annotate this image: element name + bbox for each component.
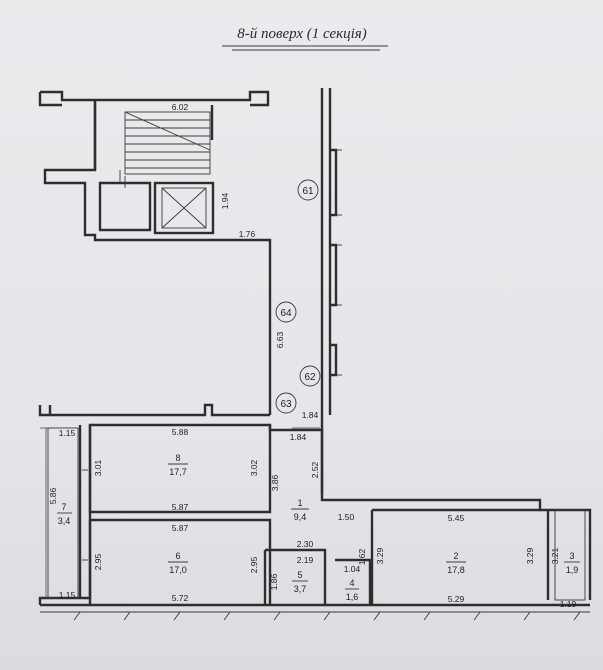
axis-64-label: 64: [280, 308, 292, 319]
dim-r8-top: 5.88: [172, 427, 189, 437]
room-1-number: 1: [297, 498, 302, 508]
axis-markers: 61 64 62 63: [275, 179, 321, 414]
dim-hall-depth: 2.52: [310, 461, 320, 478]
north-wall-lower: [50, 403, 270, 417]
dim-r8-left: 3.01: [93, 459, 103, 476]
dim-r2-left: 3.29: [375, 547, 385, 564]
dim-r2-right: 3.29: [525, 547, 535, 564]
dim-hall-bottom: 1.50: [338, 512, 355, 522]
dim-hall-top-2: 1.84: [290, 432, 307, 442]
dimension-lines: [40, 427, 320, 599]
dim-r6-left: 2.95: [93, 553, 103, 570]
dim-hall-top: 1.84: [302, 410, 319, 420]
stair-flights: [124, 111, 211, 175]
room-6-number: 6: [175, 551, 180, 561]
dim-r5-side: 1.86: [269, 573, 279, 590]
room-5-number: 5: [297, 570, 302, 580]
room-7-outline: [47, 427, 79, 599]
east-wall-upper: [320, 88, 342, 495]
dim-r7-height: 5.86: [48, 487, 58, 504]
dim-r8-right: 3.02: [249, 459, 259, 476]
dim-r6-top: 5.87: [172, 523, 189, 533]
axis-61-label: 61: [302, 186, 314, 197]
dim-r2-bottom: 5.29: [448, 594, 465, 604]
stair-core: [38, 90, 272, 415]
dim-r7-bottom: 1.15: [59, 590, 76, 600]
room-4-number: 4: [349, 578, 354, 588]
dim-stair-width: 6.02: [172, 102, 189, 112]
dim-r6-bottom: 5.72: [172, 593, 189, 603]
room-labels: 8 17,7 1 9,4 6 17,0 7 3,4 5 3,7 4 1,6 2 …: [57, 453, 580, 602]
axis-63-circle: [275, 392, 297, 414]
room-3-area: 1,9: [566, 565, 579, 575]
dim-lift: 1.94: [220, 192, 230, 209]
dim-r3-side: 3.21: [550, 547, 560, 564]
dim-r1-height: 3.86: [270, 474, 280, 491]
apartment-block: [38, 423, 592, 607]
axis-61-circle: [297, 179, 319, 201]
dim-shaft: 6.63: [275, 331, 285, 348]
ground-hatch: [40, 611, 590, 621]
plan-title: 8-й поверх (1 секція): [237, 26, 367, 42]
room-4-area: 1,6: [346, 592, 359, 602]
room-2-area: 17,8: [447, 565, 465, 575]
dim-r6-right: 2.95: [249, 556, 259, 573]
west-stub: [38, 405, 52, 417]
dim-r4-width: 1.04: [344, 564, 361, 574]
lift-cabin: [161, 187, 207, 229]
dim-r4-side: 1.62: [357, 548, 367, 565]
room-8-number: 8: [175, 453, 180, 463]
room-7-area: 3,4: [58, 516, 71, 526]
room-3-number: 3: [569, 551, 574, 561]
dimension-labels: 6.02 1.94 1.76 6.63 1.84 1.84 2.52 5.88 …: [48, 102, 577, 609]
axis-63-label: 63: [280, 399, 292, 410]
dim-r7-top: 1.15: [59, 428, 76, 438]
axis-62-circle: [299, 365, 321, 387]
room-7-number: 7: [61, 502, 66, 512]
room-8-area: 17,7: [169, 467, 187, 477]
axis-64-circle: [275, 301, 297, 323]
dim-r5-inner: 2.19: [297, 555, 314, 565]
dim-r3-bottom: 1.19: [560, 599, 577, 609]
room-5-area: 3,7: [294, 584, 307, 594]
dim-corridor-top: 1.76: [239, 229, 256, 239]
axis-62-label: 62: [304, 372, 316, 383]
room-6-area: 17,0: [169, 565, 187, 575]
room-2-number: 2: [453, 551, 458, 561]
room-3-outline: [554, 509, 586, 601]
dim-r2-top: 5.45: [448, 513, 465, 523]
dim-r5-top: 2.30: [297, 539, 314, 549]
dim-r8-bottom: 5.87: [172, 502, 189, 512]
room-1-area: 9,4: [294, 512, 307, 522]
stair-arrow: [124, 111, 211, 151]
lift-shaft: [153, 181, 215, 235]
